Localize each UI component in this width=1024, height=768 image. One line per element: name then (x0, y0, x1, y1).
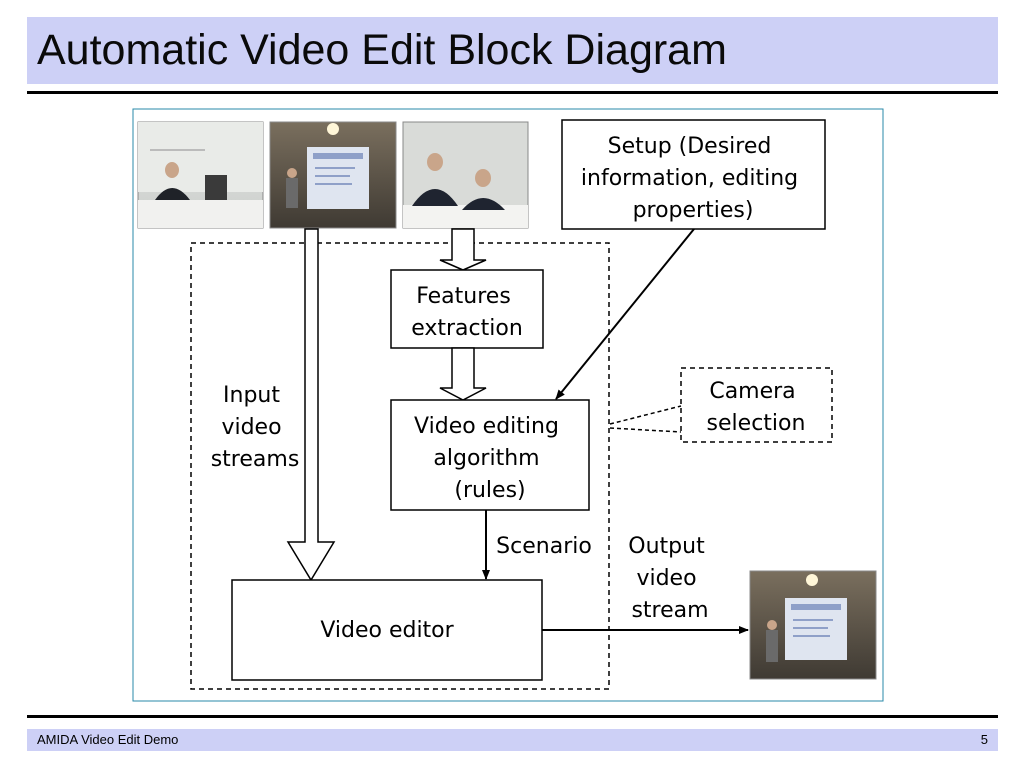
camera-thumbnail-2 (269, 121, 397, 229)
camera-to-features-arrow (439, 228, 487, 271)
output-thumbnail (749, 570, 877, 680)
camera-selection-callout (680, 367, 833, 443)
video-editing-algorithm-text: Video editing algorithm (rules) (414, 414, 566, 503)
video-editor-box (231, 579, 543, 681)
output-stream-label: Output video stream (628, 534, 711, 623)
footer-band: AMIDA Video Edit Demo 5 (27, 729, 998, 751)
features-extraction-box (390, 269, 544, 349)
camera-selection-text: Camera selection (707, 379, 806, 436)
slide-title: Automatic Video Edit Block Diagram (37, 26, 727, 74)
callout-line-top (609, 405, 682, 425)
setup-to-algorithm-arrow (555, 228, 695, 400)
footer-title: AMIDA Video Edit Demo (37, 732, 179, 747)
diagram-frame (132, 108, 884, 702)
input-streams-label: Input video streams (211, 383, 300, 472)
footer-divider (27, 715, 998, 718)
camera-thumbnail-3 (402, 121, 529, 229)
features-extraction-text: Features extraction (411, 284, 523, 341)
video-editor-text: Video editor (320, 618, 454, 643)
setup-box (561, 119, 826, 230)
camera-thumbnail-1 (137, 121, 264, 229)
video-editing-algorithm-box (390, 399, 590, 511)
page-number: 5 (980, 732, 988, 747)
system-boundary (190, 242, 610, 690)
title-divider (27, 91, 998, 94)
title-band: Automatic Video Edit Block Diagram (27, 17, 998, 84)
callout-line-bottom (609, 427, 682, 433)
features-to-algorithm-arrow (439, 347, 487, 401)
input-streams-arrow (286, 228, 336, 582)
setup-text: Setup (Desired information, editing prop… (581, 134, 805, 223)
scenario-label: Scenario (496, 534, 592, 559)
